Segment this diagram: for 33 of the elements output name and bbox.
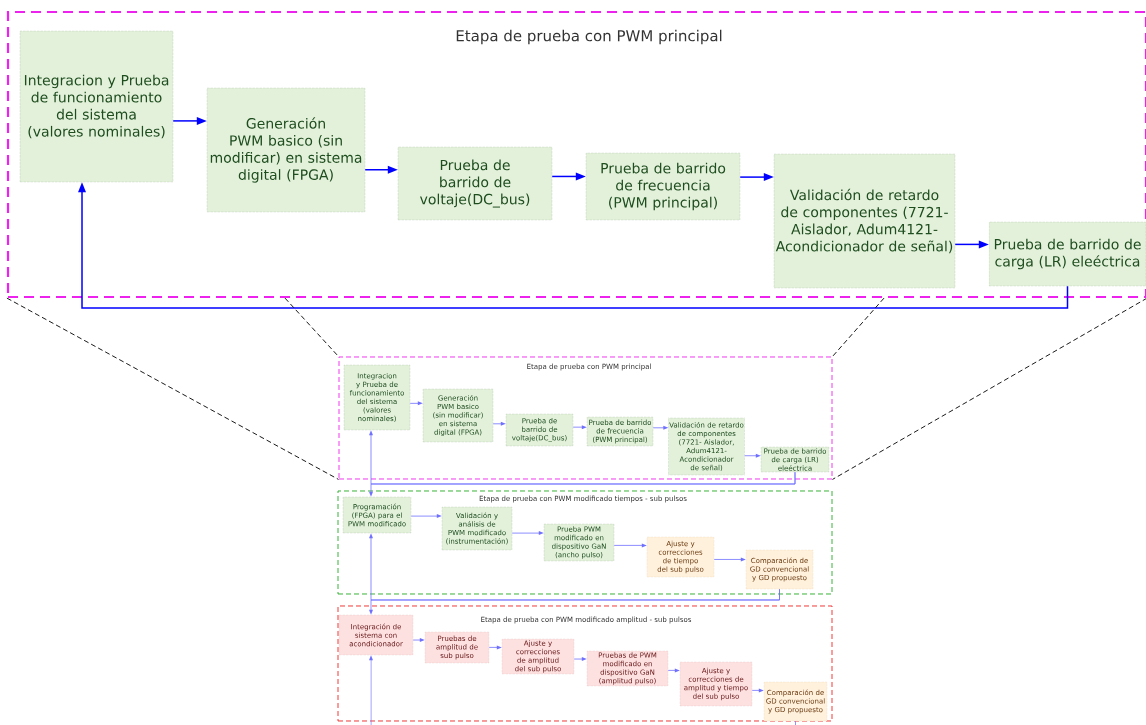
- process-box: Prueba de barrido de frecuencia (PWM principal): [585, 152, 741, 221]
- arrow: [364, 165, 398, 174]
- zoom-line: [832, 297, 885, 357]
- process-box: Prueba de barrido de carga (LR) eleéctrica: [988, 221, 1146, 287]
- arrow: [369, 471, 796, 497]
- arrow: [954, 240, 989, 249]
- arrow: [613, 543, 647, 548]
- arrow: [409, 401, 423, 406]
- arrow: [369, 655, 373, 725]
- zoom-line: [284, 297, 339, 357]
- arrow: [573, 657, 587, 662]
- stage-title: Etapa de prueba con PWM principal: [456, 29, 722, 45]
- arrow: [551, 172, 586, 181]
- arrow: [652, 425, 669, 430]
- arrow: [739, 173, 774, 182]
- arrow: [667, 668, 680, 673]
- process-box: Generación PWM basico (sin modificar) en sistema digital (FPGA): [206, 87, 366, 213]
- arrow: [511, 531, 544, 536]
- arrow: [412, 638, 425, 643]
- arrow: [492, 421, 506, 426]
- arrow: [410, 514, 442, 519]
- arrow: [369, 588, 780, 615]
- process-box: Integracion y Prueba de funcionamiento del sistema (valores nominales): [19, 30, 174, 183]
- arrow: [572, 425, 587, 430]
- arrow: [78, 182, 1069, 309]
- arrow: [751, 688, 764, 693]
- process-box: Prueba de barrido de voltaje(DC_bus): [397, 146, 553, 221]
- arrow: [172, 116, 207, 125]
- arrow: [744, 453, 761, 458]
- process-box: Validación de retardo de componentes (7721- Aislador, Adum4121- Acondicionador de señal): [773, 153, 956, 289]
- arrow: [488, 645, 502, 650]
- zoom-line: [832, 297, 1146, 480]
- arrow: [713, 557, 746, 562]
